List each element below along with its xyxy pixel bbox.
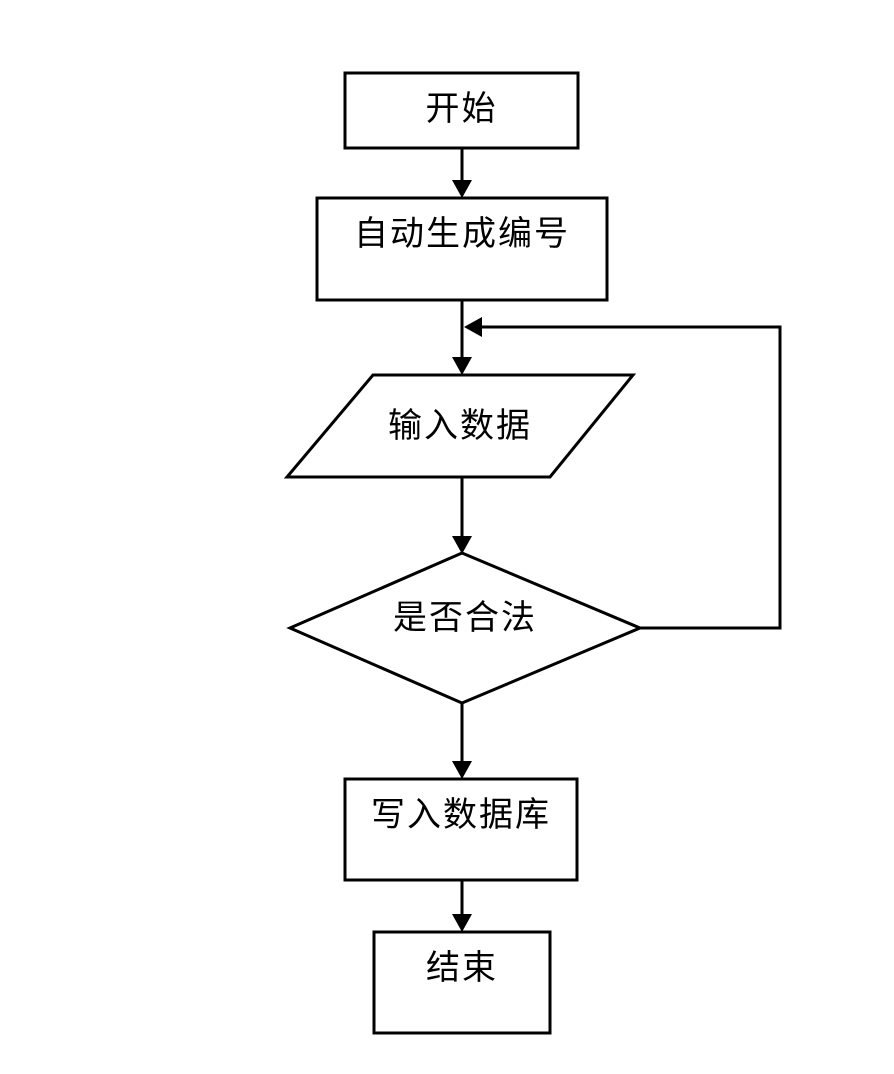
arrowhead-write-to-end-icon [452, 914, 472, 932]
node-shape-start [343, 71, 580, 150]
arrowhead-isvalid-to-write-icon [452, 761, 472, 779]
arrowhead-start-to-generate-icon [452, 180, 472, 198]
arrowhead-input-to-isvalid-icon [452, 536, 472, 554]
edge-isvalid-loopback [480, 325, 782, 630]
node-shape-end [372, 930, 552, 1035]
node-shape-auto-generate-id [315, 196, 609, 302]
arrowhead-generate-to-input-icon [452, 357, 472, 375]
node-shape-is-valid [286, 551, 644, 705]
arrowhead-loopback-icon [464, 317, 482, 337]
node-shape-write-database [343, 777, 579, 882]
node-shape-input-data [283, 373, 637, 479]
